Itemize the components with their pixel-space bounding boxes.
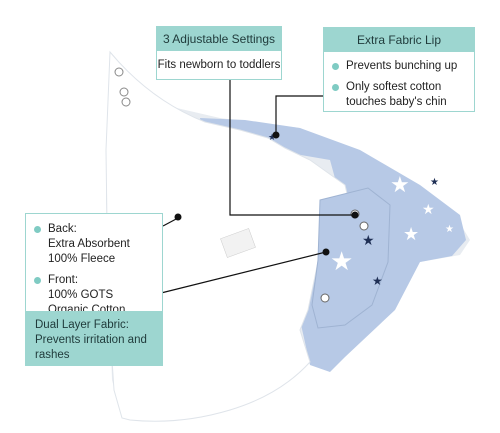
bullet-dot-icon [332, 84, 339, 91]
front-title: Front: [48, 274, 79, 286]
star-icon: ★ [210, 143, 218, 153]
star-icon: ★ [390, 173, 410, 198]
snap-4 [114, 67, 124, 77]
lip-bullet: Only softest cotton touches baby's chin [332, 80, 468, 110]
adjustable-settings-callout: 3 Adjustable Settings Fits newborn to to… [156, 26, 282, 80]
back-layer-item: Back: Extra Absorbent 100% Fleece [34, 222, 156, 267]
star-icon: ★ [422, 202, 435, 218]
bullet-dot-icon [332, 63, 339, 70]
back-detail: 100% Fleece [48, 253, 116, 265]
lip-bullet-text: Prevents bunching up [346, 60, 458, 72]
lip-bullet-text: Only softest cotton touches baby's chin [346, 81, 447, 108]
star-icon: ★ [330, 247, 353, 277]
lip-bullet: Prevents bunching up [332, 59, 468, 74]
connector-dot [174, 213, 182, 221]
back-title: Back: [48, 223, 77, 235]
bullet-dot-icon [34, 277, 41, 284]
snap-tab [311, 187, 391, 329]
snap-5 [119, 87, 129, 97]
callout-title: Extra Fabric Lip [324, 28, 474, 52]
snap-3 [320, 293, 330, 303]
snap-2 [359, 221, 369, 231]
star-icon: ★ [403, 224, 419, 245]
connector-dot [272, 131, 280, 139]
dual-layer-footer: Dual Layer Fabric: Prevents irritation a… [26, 311, 162, 365]
snap-6 [121, 97, 131, 107]
front-detail: 100% GOTS [48, 289, 114, 301]
connector-dot [351, 211, 359, 219]
callout-title: 3 Adjustable Settings [157, 27, 281, 51]
star-pattern: ★ ★ ★ ★ ★ ★ ★ ★ ★ ★ [210, 133, 454, 288]
back-detail: Extra Absorbent [48, 238, 130, 250]
callout-connectors [152, 68, 355, 296]
fabric-layers-callout: Back: Extra Absorbent 100% Fleece Front:… [25, 213, 163, 366]
star-icon: ★ [362, 233, 375, 249]
extra-fabric-lip-callout: Extra Fabric Lip Prevents bunching up On… [323, 27, 475, 112]
bullet-dot-icon [34, 226, 41, 233]
star-icon: ★ [372, 274, 383, 288]
star-icon: ★ [430, 177, 439, 188]
callout-body: Fits newborn to toddlers [157, 59, 281, 71]
star-icon: ★ [445, 224, 454, 235]
care-label [220, 228, 256, 258]
connector-dot [322, 248, 330, 256]
star-icon: ★ [268, 133, 276, 143]
